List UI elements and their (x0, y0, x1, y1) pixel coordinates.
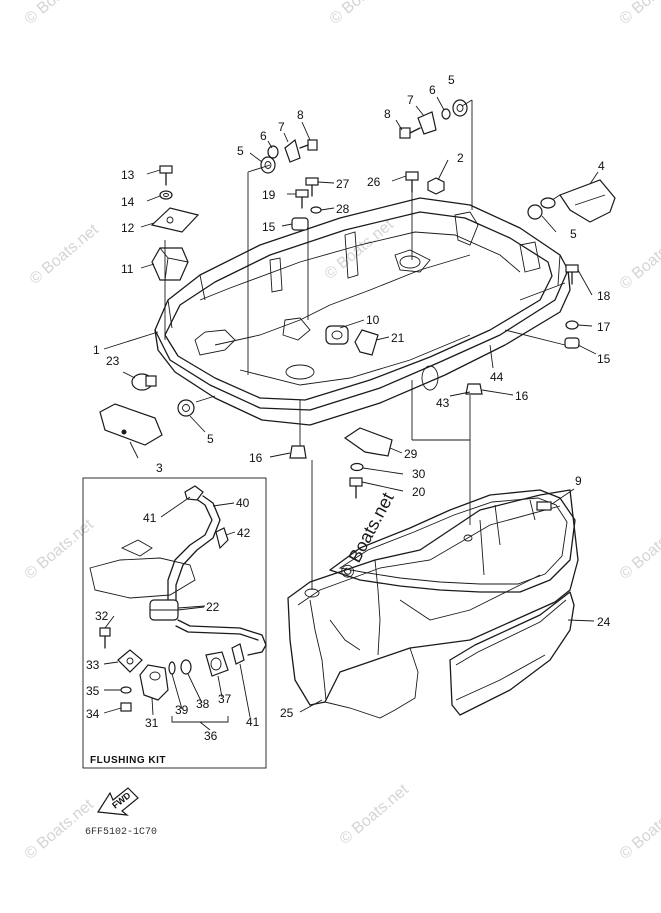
callout-2: 2 (457, 151, 464, 165)
callout-42: 42 (237, 526, 251, 540)
flushing-kit-title: FLUSHING KIT (90, 755, 166, 766)
callout-5: 5 (448, 73, 455, 87)
callout-38: 38 (196, 697, 210, 711)
callout-1: 1 (93, 343, 100, 357)
watermark-text: © Boats.net (617, 516, 661, 583)
seal-part-9 (329, 489, 576, 593)
callout-9: 9 (575, 474, 582, 488)
watermark-text: © Boats.net (337, 781, 413, 848)
callout-33: 33 (86, 658, 100, 672)
callout-12: 12 (121, 221, 135, 235)
fwd-arrow: FWD (96, 787, 139, 816)
callout-35: 35 (86, 684, 100, 698)
callout-31: 31 (145, 716, 159, 730)
callout-28: 28 (336, 202, 350, 216)
diagram-code: 6FF5102-1C70 (85, 827, 157, 838)
callout-16: 16 (515, 389, 529, 403)
callout-34: 34 (86, 707, 100, 721)
callout-36: 36 (204, 729, 218, 743)
callout-4: 4 (598, 159, 605, 173)
callout-22: 22 (206, 600, 220, 614)
callout-11: 11 (121, 262, 134, 276)
callout-44: 44 (490, 370, 504, 384)
callout-43: 43 (436, 396, 450, 410)
alignment-lines (164, 99, 566, 590)
watermark-text: © Boats.net (617, 226, 661, 293)
callout-8: 8 (297, 108, 304, 122)
lower-cowling-part-25 (287, 489, 579, 719)
callout-10: 10 (366, 313, 380, 327)
callout-20: 20 (412, 485, 426, 499)
callout-3: 3 (156, 461, 163, 475)
callout-37: 37 (218, 692, 232, 706)
watermark-text: © Boats.net (617, 796, 661, 863)
callout-14: 14 (121, 195, 135, 209)
callout-5: 5 (237, 144, 244, 158)
flushing-kit-inset: FLUSHING KIT (82, 477, 267, 769)
callout-7: 7 (278, 120, 285, 134)
callout-30: 30 (412, 467, 426, 481)
callout-labels: 1 2 3 4 5 5 5 5 6 6 7 7 8 8 9 10 11 12 1… (86, 73, 611, 743)
callout-13: 13 (121, 168, 135, 182)
watermark-text: © Boats.net (27, 221, 103, 288)
watermark-text: © Boats.net (336, 489, 398, 582)
callout-21: 21 (391, 331, 405, 345)
panel-part-24 (449, 591, 575, 716)
callout-15: 15 (262, 220, 276, 234)
callout-32: 32 (95, 609, 109, 623)
callout-18: 18 (597, 289, 611, 303)
callout-16: 16 (249, 451, 263, 465)
callout-6: 6 (260, 129, 267, 143)
watermark-text: © Boats.net (327, 0, 403, 28)
callout-19: 19 (262, 188, 276, 202)
callout-40: 40 (236, 496, 250, 510)
watermark-text: © Boats.net (617, 0, 661, 28)
callout-41: 41 (143, 511, 157, 525)
callout-25: 25 (280, 706, 294, 720)
callout-27: 27 (336, 177, 350, 191)
callout-23: 23 (106, 354, 120, 368)
callout-15: 15 (597, 352, 611, 366)
callout-24: 24 (597, 615, 611, 629)
hardware-parts (99, 99, 616, 499)
bottom-cowling-part-1 (154, 197, 571, 426)
callout-41: 41 (246, 715, 260, 729)
callout-17: 17 (597, 320, 611, 334)
callout-39: 39 (175, 703, 189, 717)
callout-8: 8 (384, 107, 391, 121)
callout-5: 5 (207, 432, 214, 446)
watermark-text: © Boats.net (22, 0, 98, 28)
callout-6: 6 (429, 83, 436, 97)
leader-lines (103, 96, 599, 713)
callout-29: 29 (404, 447, 418, 461)
callout-26: 26 (367, 175, 381, 189)
callout-5: 5 (570, 227, 577, 241)
watermark-text: © Boats.net (22, 516, 98, 583)
callout-7: 7 (407, 93, 414, 107)
